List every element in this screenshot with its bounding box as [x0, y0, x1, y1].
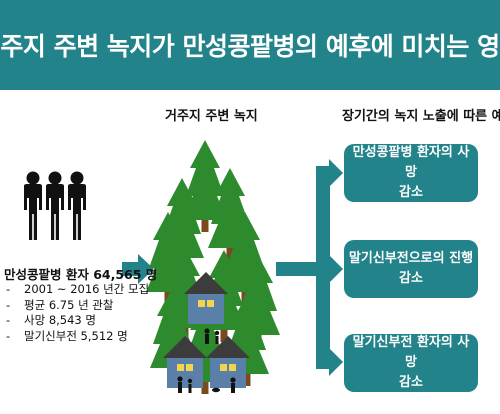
cohort-details: 2001 ~ 2016 년간 모집 평균 6.75 년 관찰 사망 8,543 … [6, 282, 149, 344]
green-space-label: 거주지 주변 녹지 [165, 109, 258, 124]
title-banner: 거주지 주변 녹지가 만성콩팥병의 예후에 미치는 영향 [0, 0, 500, 90]
outcome-line1: 말기신부전으로의 진행 [348, 251, 474, 266]
outcome-line2: 감소 [399, 271, 423, 286]
arrow-right-icon [122, 254, 154, 284]
prognosis-label: 장기간의 녹지 노출에 따른 예후 [342, 109, 500, 124]
list-item: 평균 6.75 년 관찰 [6, 298, 149, 314]
page-title: 거주지 주변 녹지가 만성콩팥병의 예후에 미치는 영향 [0, 32, 500, 61]
outcome-box-esrd-progression: 말기신부전으로의 진행 감소 [344, 240, 478, 298]
outcome-line1: 말기신부전 환자의 사망 [352, 335, 470, 370]
list-item: 2001 ~ 2016 년간 모집 [6, 282, 149, 298]
outcome-line2: 감소 [399, 375, 423, 390]
outcome-line1: 만성콩팥병 환자의 사망 [352, 145, 470, 180]
list-item: 사망 8,543 명 [6, 313, 149, 329]
people-icon [24, 171, 86, 240]
outcome-line2: 감소 [399, 185, 423, 200]
outcome-box-ckd-mortality: 만성콩팥병 환자의 사망 감소 [344, 144, 478, 202]
list-item: 말기신부전 5,512 명 [6, 329, 149, 345]
branch-arrows [276, 159, 343, 376]
villager-icon [177, 328, 236, 393]
cohort-title: 만성콩팥병 환자 64,565 명 [4, 267, 158, 282]
outcome-box-esrd-mortality: 말기신부전 환자의 사망 감소 [344, 334, 478, 392]
